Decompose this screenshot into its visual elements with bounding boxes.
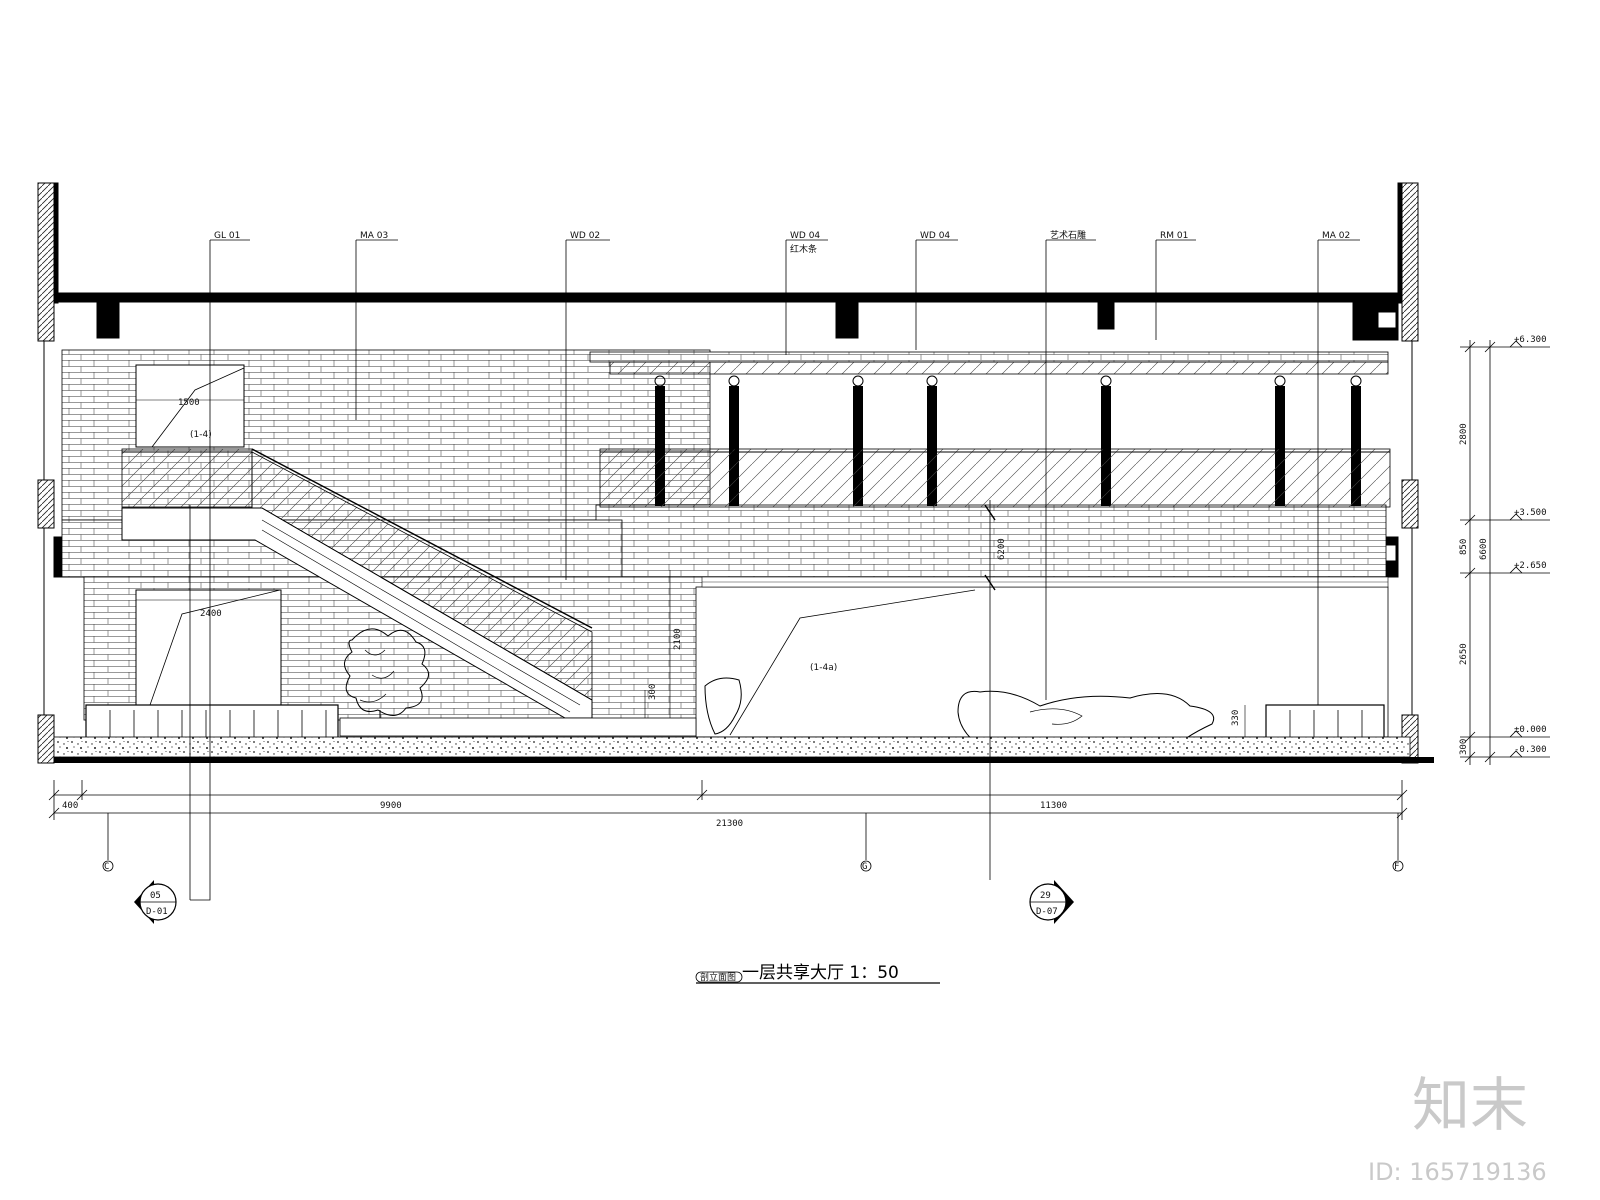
roof-beam-1 bbox=[96, 301, 120, 339]
dim-step: 300 bbox=[648, 684, 658, 700]
column bbox=[1350, 375, 1362, 506]
roof-slab bbox=[57, 292, 1404, 303]
section-number: 05 bbox=[150, 891, 161, 901]
material-tag-ma02: MA 02 bbox=[1318, 231, 1360, 241]
tag-label: GL 01 bbox=[214, 231, 240, 241]
tag-note: 红木条 bbox=[790, 243, 817, 255]
left-wall-upper bbox=[37, 182, 55, 342]
tag-label: MA 03 bbox=[360, 231, 388, 241]
right-wall-face bbox=[1397, 182, 1403, 304]
dim-plinth: 330 bbox=[1231, 710, 1241, 726]
axis-label: G bbox=[862, 862, 867, 872]
stair-glass-rail bbox=[251, 451, 593, 701]
level-soffit: +2.650 bbox=[1514, 561, 1547, 571]
column bbox=[654, 375, 666, 506]
axis-label: C bbox=[104, 862, 109, 872]
level-labels: +6.300 +3.500 +2.650 ±0.000 -0.300 2800 … bbox=[1459, 335, 1547, 755]
detail-callouts: (1-4) (1-4a) bbox=[190, 430, 837, 673]
vdim-mid: 850 bbox=[1459, 539, 1469, 555]
watermark-brand: 知末 bbox=[1412, 1071, 1528, 1139]
section-sheet: D-07 bbox=[1036, 907, 1058, 917]
mezzanine-fascia bbox=[595, 504, 1387, 578]
callout-feature-wall: (1-4a) bbox=[810, 663, 837, 673]
section-marker-05: 05 D-01 bbox=[134, 880, 177, 924]
material-tag-wd04: WD 04 bbox=[916, 231, 958, 241]
level-annotations bbox=[1460, 340, 1550, 765]
title-tag: 剖立面图 bbox=[700, 971, 736, 983]
tag-label: WD 04 bbox=[920, 231, 950, 241]
red-wood-ceiling bbox=[589, 351, 1389, 375]
material-tag-wd04-redwood: WD 04 红木条 bbox=[786, 231, 828, 255]
mezzanine-glass-rail bbox=[599, 448, 1391, 508]
tag-label: WD 04 bbox=[790, 231, 820, 241]
vdim-lower: 2650 bbox=[1459, 643, 1469, 665]
tag-label: 艺术石雕 bbox=[1050, 229, 1086, 241]
roof-beam-2 bbox=[835, 301, 859, 339]
dim-column-span: 6200 bbox=[997, 538, 1007, 560]
level-ground: ±0.000 bbox=[1514, 725, 1547, 735]
horizontal-dimensions bbox=[48, 780, 1408, 860]
stone-step bbox=[339, 717, 697, 737]
material-tag-gl01: GL 01 bbox=[210, 231, 250, 241]
hdim-left: 9900 bbox=[380, 801, 402, 811]
level-mezzanine: +3.500 bbox=[1514, 508, 1547, 518]
left-wall-base bbox=[37, 714, 55, 764]
watermark: 知末 ID: 165719136 bbox=[1368, 1071, 1547, 1186]
glass-balustrades bbox=[121, 448, 1391, 508]
column bbox=[728, 375, 740, 506]
dim-upper-opening: 1500 bbox=[178, 398, 200, 408]
column bbox=[926, 375, 938, 506]
lower-wall-opening bbox=[135, 589, 282, 711]
dim-stair-height: 2100 bbox=[673, 628, 683, 650]
dim-lower-opening: 2400 bbox=[200, 609, 222, 619]
material-tag-art-stone: 艺术石雕 bbox=[1046, 229, 1096, 241]
callout-upper: (1-4) bbox=[190, 430, 212, 440]
level-roof: +6.300 bbox=[1514, 335, 1547, 345]
section-number: 29 bbox=[1040, 891, 1051, 901]
left-wall-mid bbox=[37, 479, 55, 529]
rock-left bbox=[704, 677, 742, 735]
section-marker-29: 29 D-07 bbox=[1029, 880, 1074, 924]
horizontal-dim-labels: 400 9900 11300 21300 bbox=[62, 801, 1067, 829]
floor-gravel-fill bbox=[53, 736, 1411, 758]
column bbox=[1274, 375, 1286, 506]
column bbox=[852, 375, 864, 506]
right-wall-mid bbox=[1401, 479, 1419, 529]
landing-glass-rail bbox=[121, 448, 253, 508]
drawing-title: 一层共享大厅 1：50 bbox=[742, 963, 899, 983]
wood-strip-ceiling bbox=[609, 361, 1389, 375]
inner-dimensions: 1500 2400 2100 300 330 6200 bbox=[178, 398, 1246, 900]
section-sheet: D-01 bbox=[146, 907, 168, 917]
column bbox=[1100, 375, 1112, 506]
hdim-total: 21300 bbox=[716, 819, 743, 829]
vdim-upper: 2800 bbox=[1459, 423, 1469, 445]
material-tag-rm01: RM 01 bbox=[1156, 231, 1196, 241]
roof-beam-3 bbox=[1097, 301, 1115, 330]
roof-beam-4-notch bbox=[1377, 311, 1397, 329]
tag-label: RM 01 bbox=[1160, 231, 1188, 241]
plant-canopy bbox=[344, 628, 429, 716]
floor-slab-line bbox=[54, 757, 1434, 763]
hdim-offset: 400 bbox=[62, 801, 78, 811]
right-wall-upper bbox=[1401, 182, 1419, 342]
tag-label: WD 02 bbox=[570, 231, 600, 241]
axis-label: F bbox=[1394, 862, 1399, 872]
watermark-id: ID: 165719136 bbox=[1368, 1158, 1547, 1186]
upper-wall-opening bbox=[135, 364, 245, 448]
material-tag-wd02: WD 02 bbox=[566, 231, 610, 241]
tag-label: MA 02 bbox=[1322, 231, 1350, 241]
mezzanine-columns bbox=[654, 375, 1362, 506]
left-wall-face bbox=[53, 182, 59, 304]
grid-axis-bubbles: C G F bbox=[102, 860, 1404, 872]
material-tags bbox=[190, 240, 1319, 901]
floor-slab bbox=[53, 736, 1434, 763]
hdim-right: 11300 bbox=[1040, 801, 1067, 811]
level-base: -0.300 bbox=[1514, 745, 1547, 755]
material-tag-ma03: MA 03 bbox=[356, 231, 398, 241]
vdim-total: 6600 bbox=[1479, 538, 1489, 560]
vdim-base: 300 bbox=[1459, 739, 1469, 755]
drawing-title-block: 剖立面图 一层共享大厅 1：50 bbox=[695, 963, 940, 984]
